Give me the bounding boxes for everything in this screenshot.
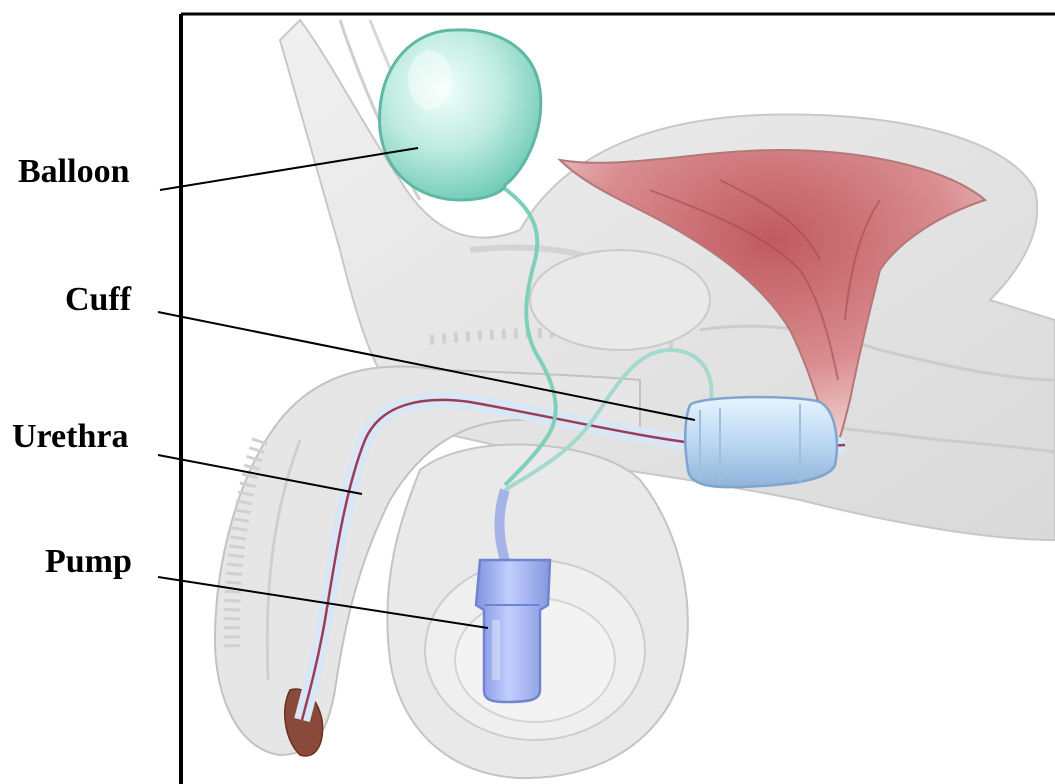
urethra-label: Urethra (12, 420, 128, 454)
pump-device (476, 560, 550, 702)
pump-label: Pump (45, 545, 132, 579)
balloon-reservoir (380, 30, 541, 200)
cuff-label: Cuff (65, 283, 131, 317)
balloon-label: Balloon (18, 155, 129, 189)
cuff-device (685, 397, 837, 487)
